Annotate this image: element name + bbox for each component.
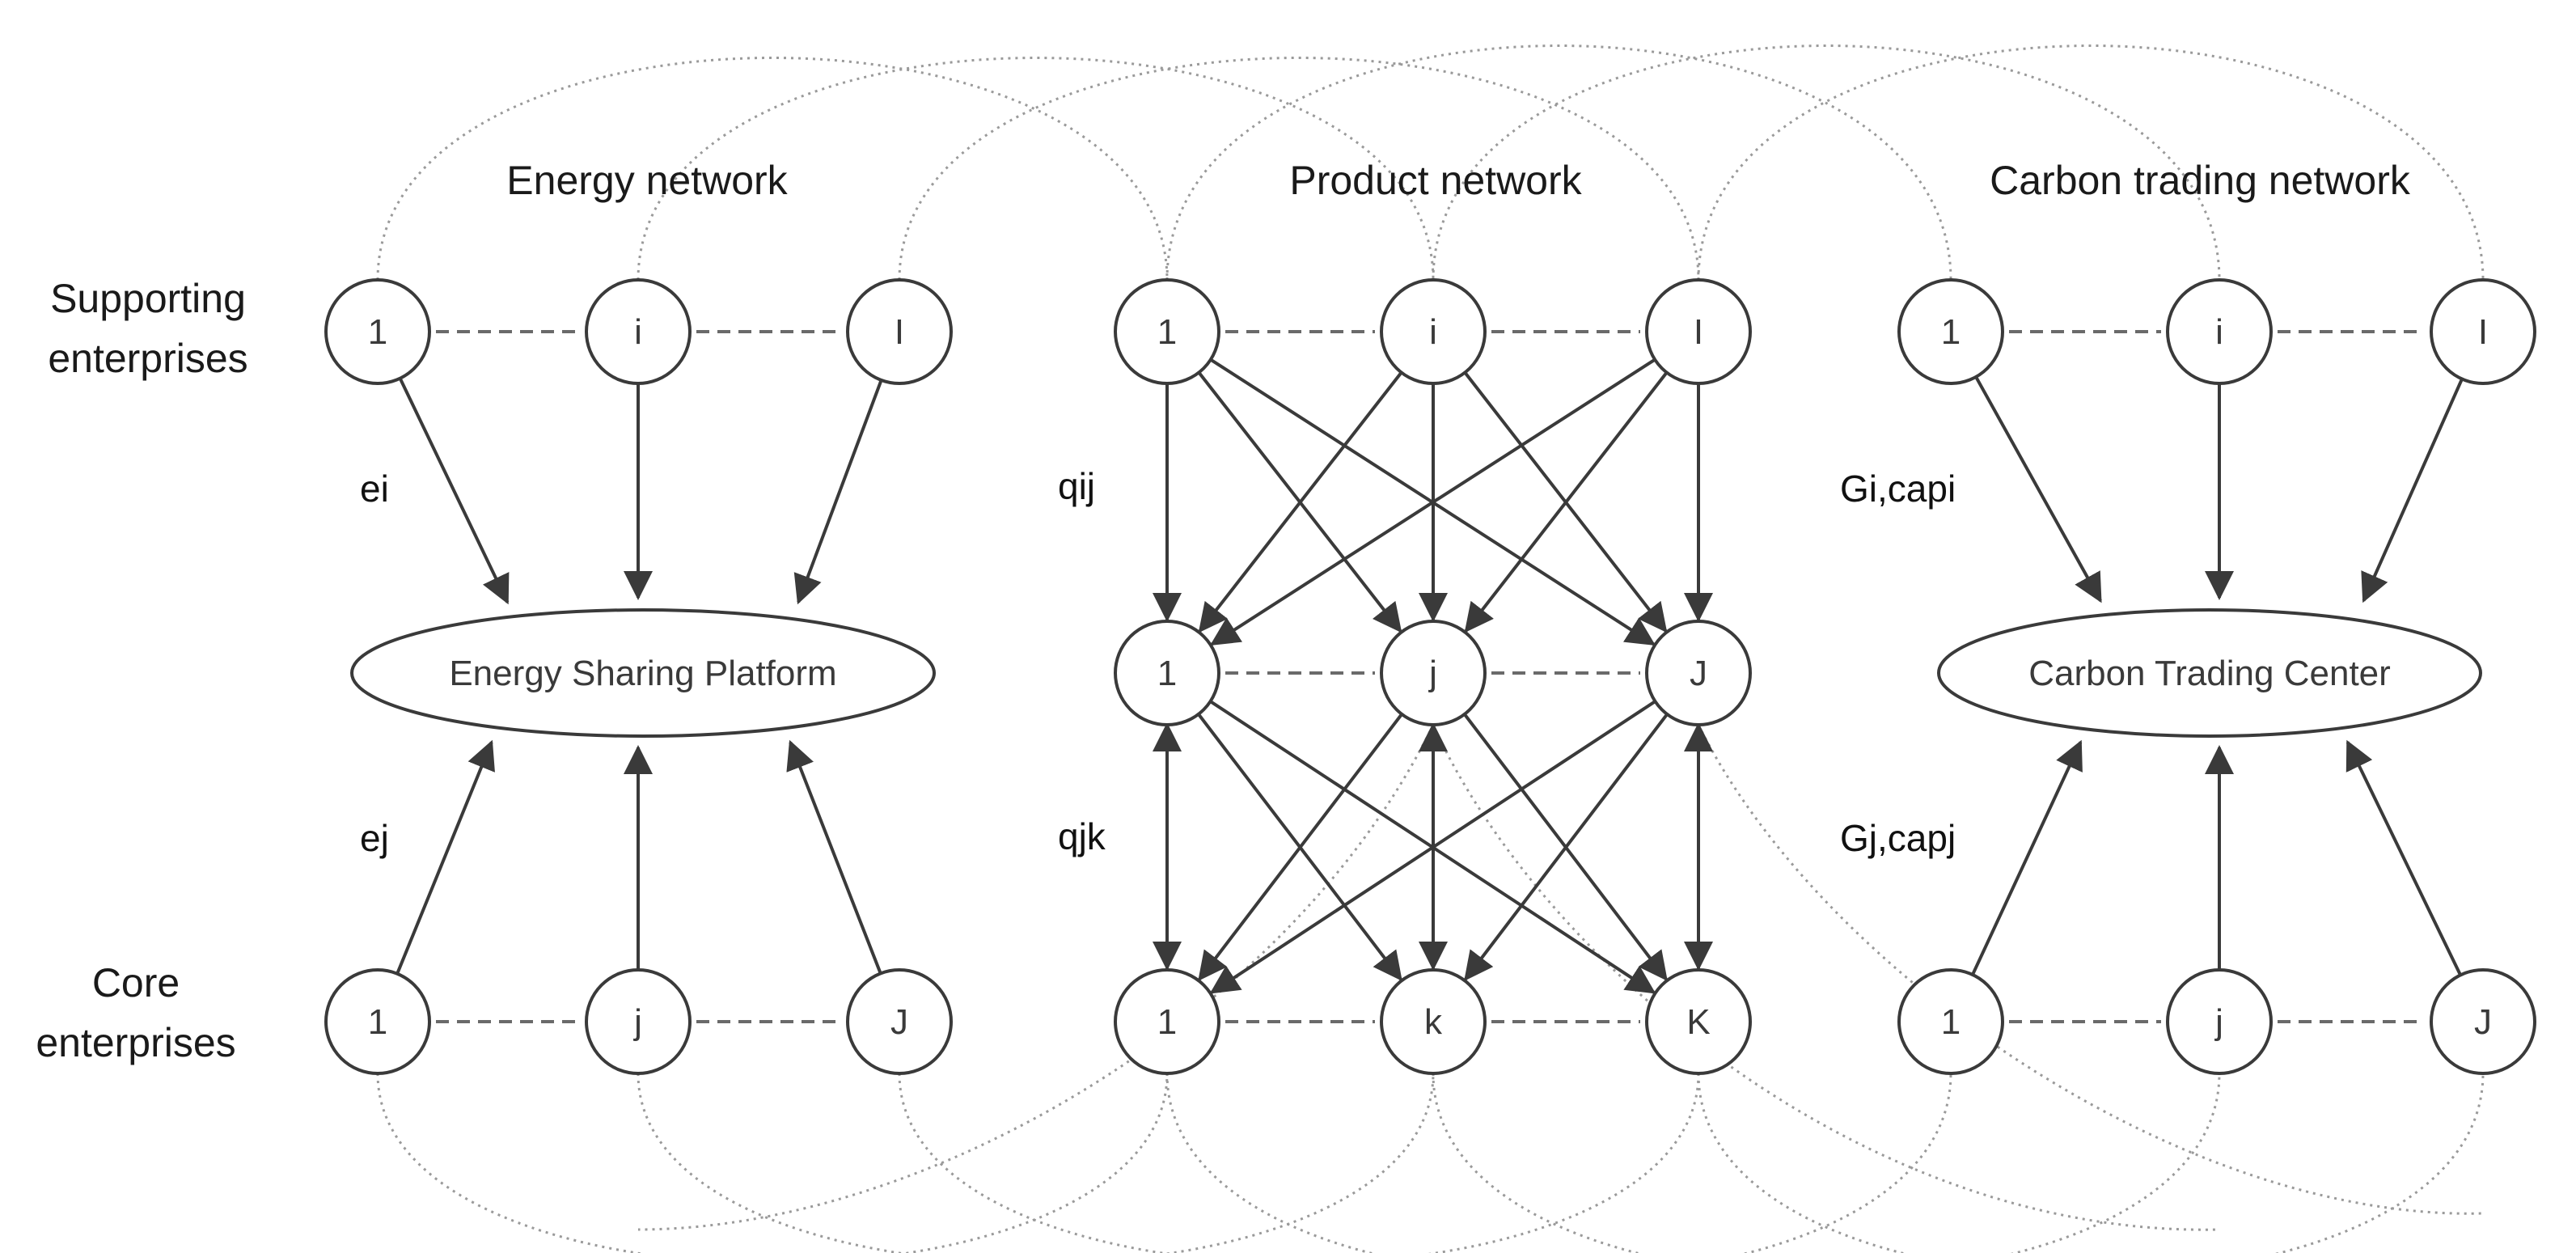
carbon-demand-arrow-0 (1971, 739, 2083, 976)
flow-arrows (395, 358, 2464, 994)
svg-text:j: j (1428, 654, 1437, 693)
energy-supporting-node-i: i (585, 278, 692, 385)
carbon-demand-edge-label: Gj,capj (1840, 817, 1956, 859)
dotted-curve-bottom-2 (898, 1073, 1700, 1253)
carbon-supply-arrow-0 (1974, 375, 2102, 603)
energy-core-node-j: j (585, 968, 692, 1075)
product-supporting-node-1: 1 (1114, 278, 1220, 385)
dotted-curve-top-1 (637, 57, 1435, 281)
product-bottom-node-k: k (1380, 968, 1487, 1075)
energy-supporting-node-1: 1 (324, 278, 431, 385)
energy-demand-edge-label: ej (360, 817, 389, 859)
svg-text:j: j (2214, 1002, 2223, 1042)
carbon-core-node-j: j (2166, 968, 2273, 1075)
svg-text:i: i (1429, 312, 1437, 352)
energy-demand-arrow-2 (786, 739, 882, 975)
product-delivery-edge-label: qjk (1058, 815, 1106, 857)
svg-text:1: 1 (368, 1002, 387, 1042)
svg-text:K: K (1686, 1002, 1710, 1042)
svg-text:1: 1 (1157, 1002, 1177, 1042)
product-network-title: Product network (1289, 158, 1582, 203)
carbon-supply-arrow-2 (2361, 378, 2464, 603)
svg-text:J: J (2474, 1002, 2492, 1042)
energy-hub-label: Energy Sharing Platform (449, 654, 836, 693)
svg-text:1: 1 (1941, 1002, 1961, 1042)
svg-text:i: i (634, 312, 642, 352)
core-row-label-line2: enterprises (36, 1020, 235, 1065)
svg-text:J: J (890, 1002, 908, 1042)
carbon-supporting-node-i: i (2166, 278, 2273, 385)
carbon-trading-center-hub: Carbon Trading Center (1937, 608, 2482, 738)
carbon-supply-edge-label: Gi,capi (1840, 468, 1956, 510)
svg-text:I: I (1694, 312, 1703, 352)
svg-text:J: J (1690, 654, 1707, 693)
carbon-network-title: Carbon trading network (1990, 158, 2411, 203)
svg-text:1: 1 (1941, 312, 1961, 352)
energy-core-node-J: J (846, 968, 953, 1075)
product-middle-node-j: j (1380, 620, 1487, 726)
energy-supply-edge-label: ei (360, 468, 389, 510)
dotted-curve-bottom-6 (1432, 724, 2220, 1231)
product-supporting-node-I: I (1645, 278, 1752, 385)
core-row-label-line1: Core (92, 960, 180, 1005)
carbon-core-node-1: 1 (1897, 968, 2004, 1075)
dotted-connector-curves (376, 44, 2485, 1253)
product-supply-arrow-2-1 (1464, 371, 1669, 633)
product-middle-node-J: J (1645, 620, 1752, 726)
dotted-curve-bottom-5 (1697, 1073, 2485, 1253)
supporting-row-label-line2: enterprises (48, 336, 247, 381)
product-middle-node-1: 1 (1114, 620, 1220, 726)
svg-text:1: 1 (1157, 654, 1177, 693)
dotted-curve-top-2 (898, 57, 1700, 281)
product-delivery-arrow-1-0 (1198, 713, 1403, 981)
dotted-curve-top-5 (1697, 44, 2485, 281)
dotted-curve-bottom-8 (637, 724, 1435, 1231)
dotted-curve-bottom-3 (1165, 1073, 1952, 1253)
svg-text:1: 1 (1157, 312, 1177, 352)
energy-supporting-node-I: I (846, 278, 953, 385)
product-delivery-arrow-2-0 (1209, 700, 1656, 994)
product-supporting-node-i: i (1380, 278, 1487, 385)
supporting-row-label-line1: Supporting (50, 276, 246, 321)
energy-core-node-1: 1 (324, 968, 431, 1075)
energy-network-title: Energy network (506, 158, 788, 203)
svg-text:k: k (1424, 1002, 1443, 1042)
product-bottom-node-K: K (1645, 968, 1752, 1075)
product-bottom-node-1: 1 (1114, 968, 1220, 1075)
dashed-node-links (436, 330, 2425, 1023)
dotted-curve-top-3 (1165, 44, 1952, 281)
carbon-supporting-node-1: 1 (1897, 278, 2004, 385)
svg-text:I: I (2478, 312, 2488, 352)
carbon-hub-label: Carbon Trading Center (2028, 654, 2391, 693)
carbon-demand-arrow-2 (2345, 739, 2462, 976)
energy-supply-arrow-0 (398, 377, 510, 605)
energy-supply-arrow-2 (793, 379, 883, 605)
product-supply-arrow-2-0 (1210, 358, 1656, 646)
svg-text:i: i (2215, 312, 2223, 352)
carbon-supporting-node-I: I (2430, 278, 2536, 385)
carbon-core-node-J: J (2430, 968, 2536, 1075)
svg-text:I: I (895, 312, 904, 352)
product-supply-edge-label: qij (1058, 465, 1095, 507)
product-supply-arrow-1-0 (1198, 371, 1403, 633)
svg-text:j: j (632, 1002, 642, 1042)
svg-text:1: 1 (368, 312, 387, 352)
product-delivery-arrow-2-1 (1464, 713, 1669, 981)
dotted-curve-bottom-4 (1432, 1073, 2221, 1253)
energy-sharing-platform-hub: Energy Sharing Platform (350, 608, 936, 738)
energy-demand-arrow-0 (395, 739, 495, 975)
dotted-curve-bottom-7 (1697, 724, 2484, 1215)
dotted-curve-top-4 (1432, 44, 2221, 281)
dotted-curve-bottom-1 (637, 1073, 1435, 1253)
